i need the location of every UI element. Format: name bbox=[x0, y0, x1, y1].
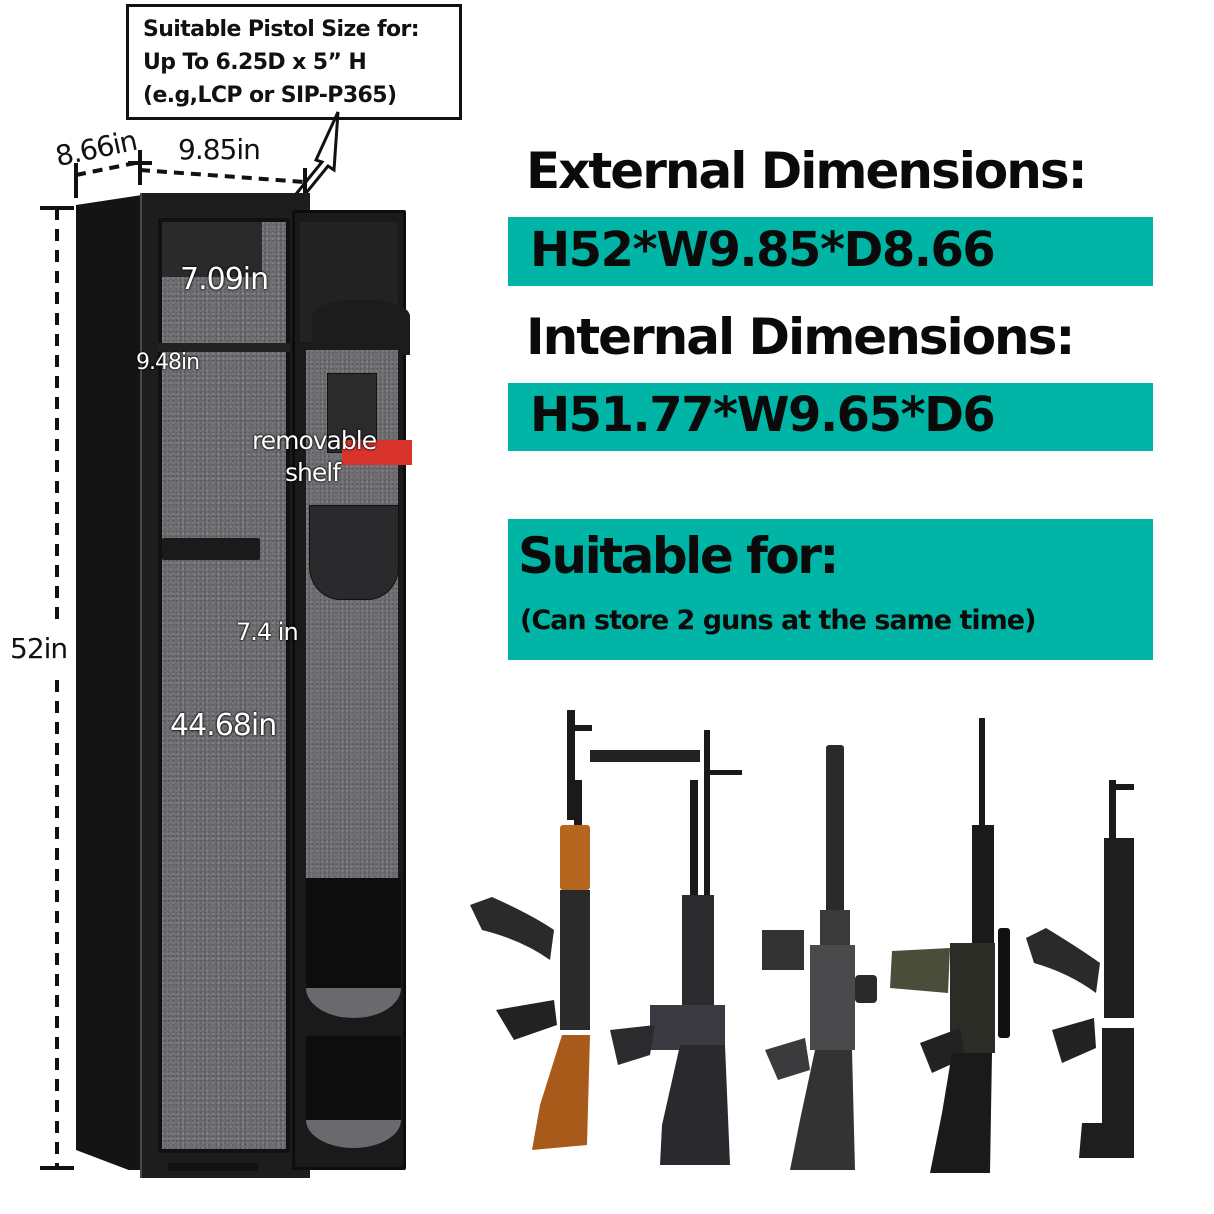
removable-label-line-1: removable bbox=[252, 426, 377, 455]
rifle-icon bbox=[470, 710, 592, 1150]
safe-side-panel bbox=[76, 195, 142, 1170]
suitable-for-subtitle: (Can store 2 guns at the same time) bbox=[520, 605, 1036, 636]
removable-label-line-2: shelf bbox=[285, 458, 341, 487]
rifle-icon bbox=[1026, 780, 1134, 1158]
suitable-for-box: Suitable for: (Can store 2 guns at the s… bbox=[508, 519, 1153, 660]
height-label: 52in bbox=[10, 632, 68, 665]
warning-label bbox=[342, 440, 412, 465]
door-pocket-lower bbox=[306, 1036, 401, 1126]
suitable-for-title: Suitable for: bbox=[518, 527, 839, 585]
top-compartment-bracket bbox=[162, 222, 262, 277]
door-bracket bbox=[312, 300, 410, 355]
door-pocket-upper bbox=[306, 878, 401, 988]
pistol-holster bbox=[309, 505, 399, 600]
internal-dimensions-heading: Internal Dimensions: bbox=[526, 308, 1075, 366]
callout-line-3: (e.g,LCP or SIP-P365) bbox=[143, 83, 397, 108]
barrel-rest bbox=[162, 538, 260, 560]
external-dimensions-band: H52*W9.85*D8.66 bbox=[508, 217, 1153, 286]
inner-gap-label: 7.4 in bbox=[236, 618, 299, 646]
door-felt-lining bbox=[306, 350, 398, 880]
internal-dimensions-band: H51.77*W9.65*D6 bbox=[508, 383, 1153, 451]
top-compartment-label: 7.09in bbox=[180, 262, 269, 297]
callout-line-2: Up To 6.25D x 5” H bbox=[143, 50, 367, 75]
external-dimensions-value: H52*W9.85*D8.66 bbox=[530, 222, 996, 278]
lock-cover-icon bbox=[327, 373, 377, 453]
rifle-icon bbox=[590, 730, 742, 1165]
lower-compartment-label: 44.68in bbox=[170, 708, 277, 743]
removable-shelf bbox=[158, 343, 290, 352]
butt-rest bbox=[168, 1163, 258, 1171]
external-dimensions-heading: External Dimensions: bbox=[526, 142, 1088, 200]
callout-line-1: Suitable Pistol Size for: bbox=[143, 17, 420, 42]
rifle-icon bbox=[762, 745, 877, 1170]
width-label: 9.85in bbox=[178, 133, 261, 166]
rifle-icon bbox=[890, 718, 1010, 1173]
shelf-width-label: 9.48in bbox=[136, 350, 200, 375]
safe-interior-felt bbox=[158, 218, 290, 1153]
pistol-size-callout: Suitable Pistol Size for: Up To 6.25D x … bbox=[126, 4, 462, 120]
internal-dimensions-value: H51.77*W9.65*D6 bbox=[530, 387, 996, 443]
